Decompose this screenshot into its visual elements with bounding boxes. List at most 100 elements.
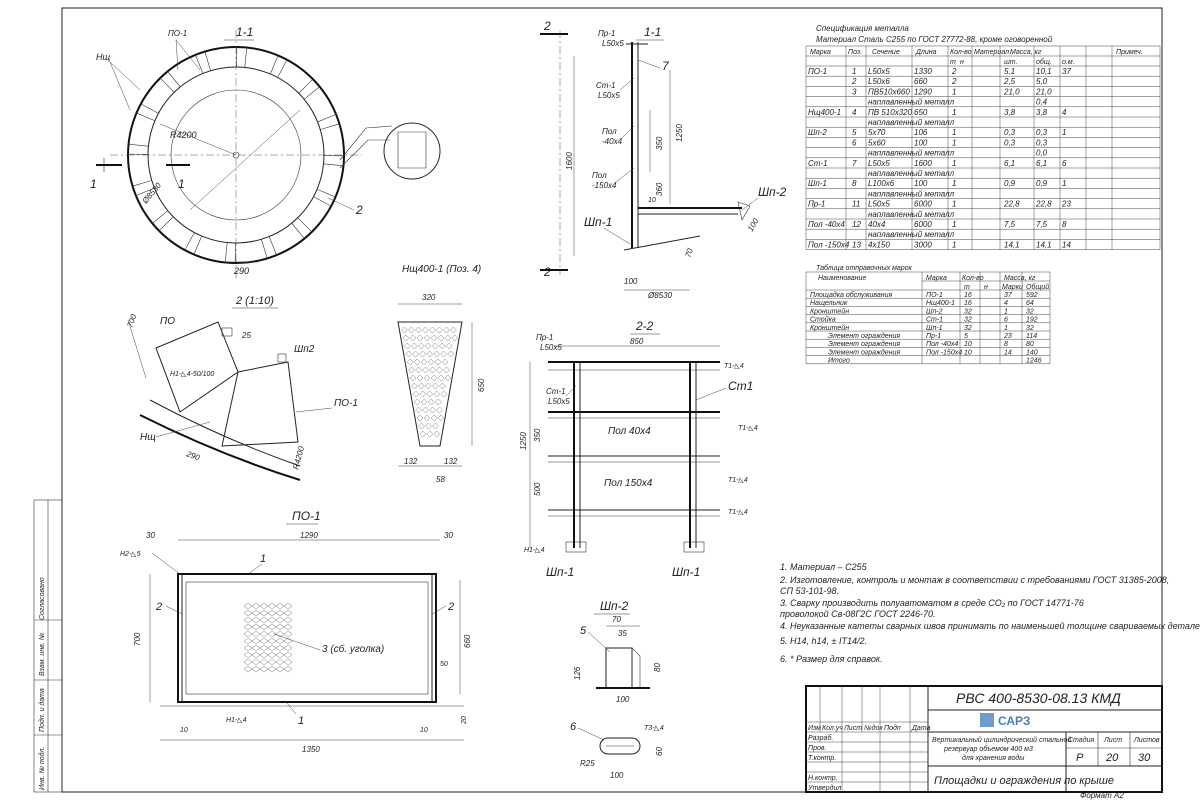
spec-cell: Шп-2 — [808, 128, 827, 137]
spec-material: Материал Сталь С255 по ГОСТ 27772-88, кр… — [816, 35, 1053, 44]
section11-pr1-sec: L50x5 — [602, 39, 624, 48]
po1-dim-50: 50 — [440, 661, 448, 668]
spec-cell: 1 — [952, 200, 956, 209]
section22-pol150: Пол 150x4 — [604, 478, 653, 489]
spec-cell: 1 — [952, 87, 956, 96]
spec-cell: 5x70 — [868, 128, 886, 137]
spec-cell: 6 — [852, 138, 857, 147]
spec-cell: L100x6 — [868, 179, 895, 188]
marks-cell: 32 — [964, 317, 972, 324]
plan-diameter: Ø8530 — [140, 181, 163, 206]
stamp-object-3: для хранения воды — [962, 754, 1025, 762]
spec-cell: 6 — [1062, 159, 1067, 168]
spec-header: Длина — [915, 49, 937, 56]
marks-cell: Площадка обслуживания — [810, 291, 892, 299]
spec-cell: 1 — [952, 240, 956, 249]
spec-cell: Ст-1 — [808, 159, 828, 168]
spec-cell: 21,0 — [1003, 87, 1020, 96]
spec-cell: 6000 — [914, 220, 932, 229]
stamp-col-list: Лист — [843, 725, 862, 732]
section11-dim-360: 360 — [655, 182, 664, 196]
side-strip: Согласовано Взам. инв. № Подп. и дата Ин… — [33, 499, 63, 793]
spec-cell: 4 — [852, 108, 857, 117]
detail2-dim-700: 700 — [125, 313, 138, 329]
spec-cell: 6,1 — [1004, 159, 1015, 168]
spec-cell: 1 — [952, 179, 956, 188]
nsh-dim-58: 58 — [436, 475, 445, 484]
spec-cell: 100 — [914, 179, 928, 188]
stamp-stage-label: Стадия — [1068, 736, 1094, 744]
spec-cell: 0,9 — [1004, 179, 1016, 188]
spec-cell: 1 — [952, 220, 956, 229]
stamp-sheet-label: Лист — [1103, 737, 1122, 744]
marks-subheader: Марки — [1002, 284, 1023, 291]
po1-view: ПО-1 1290 30 30 1350 700 660 10 10 50 20… — [120, 509, 472, 754]
section11-pol150: Пол — [592, 171, 607, 180]
spec-cell: 14,1 — [1004, 240, 1020, 249]
sh2-t3: Т3-◺4 — [644, 725, 664, 732]
section11-sh1: Шп-1 — [584, 215, 612, 229]
marks-cell: Элемент ограждения — [828, 332, 900, 340]
spec-cell: 1 — [952, 128, 956, 137]
spec-header: Поз. — [848, 49, 862, 56]
sh2-pos-5: 5 — [580, 625, 587, 637]
note-line: 6. * Размер для справок. — [780, 654, 883, 664]
note-line: 3. Сварку производить полуавтоматом в ср… — [780, 598, 1084, 608]
marks-cell: ПО-1 — [926, 292, 943, 299]
spec-cell: 0,3 — [1004, 138, 1016, 147]
sh2-r25: R25 — [580, 759, 595, 768]
marks-cell: Пол -150x4 — [926, 349, 962, 356]
po1-dim-1290: 1290 — [300, 531, 318, 540]
spec-cell: L50x5 — [868, 67, 890, 76]
sh2-dim-70: 70 — [612, 615, 621, 624]
sh2-dim-80: 80 — [653, 663, 662, 672]
section22-st1: Ст-1 — [546, 387, 566, 396]
side-label-inv: Инв. № подл. — [38, 747, 46, 790]
spec-cell: 40x4 — [868, 220, 886, 229]
plan-pos-2: 2 — [355, 203, 363, 217]
spec-cell: 650 — [914, 108, 928, 117]
spec-subheader: о.м. — [1062, 59, 1075, 66]
spec-cell: 7,5 — [1004, 220, 1016, 229]
stamp-role-2: Пров. — [808, 745, 827, 752]
spec-cell: 1 — [952, 138, 956, 147]
spec-header: Кол-во — [950, 49, 972, 56]
marks-cell: Стойка — [810, 316, 836, 324]
section11-sh2: Шп-2 — [758, 185, 787, 199]
spec-cell: 5x60 — [868, 138, 886, 147]
sh2-dim-100a: 100 — [616, 695, 630, 704]
section22-sh1b: Шп-1 — [672, 565, 700, 579]
spec-cell: 1600 — [914, 159, 932, 168]
stamp-col-koluch: Кол.уч — [822, 725, 843, 732]
spec-cell: 8 — [852, 179, 857, 188]
spec-cell: наплавленный металл — [868, 210, 955, 219]
section22-t1a: Т1-◺4 — [724, 363, 744, 370]
marks-cell: Нщ400-1 — [926, 300, 955, 307]
section11-st1-sec: L50x5 — [598, 91, 620, 100]
plan-radius: R4200 — [170, 130, 197, 140]
po1-dim-10a: 10 — [180, 727, 188, 734]
note-line: 5. Н14, h14, ± IT14/2. — [780, 636, 867, 646]
stamp-logo: САРЗ — [998, 714, 1030, 728]
section11-dim-70: 70 — [683, 247, 695, 259]
nsh-dim-320: 320 — [422, 293, 436, 302]
marks-cell: Итого — [828, 358, 850, 365]
marks-cell: Ст-1 — [926, 317, 943, 324]
marks-subheader: Общий — [1026, 283, 1049, 291]
spec-cell: 100 — [914, 138, 928, 147]
spec-cell: 1 — [852, 67, 856, 76]
section22-st1-label: Ст1 — [728, 379, 753, 393]
section11-pos7: 7 — [662, 59, 670, 73]
stamp-sheet-title: Площадки и ограждения по крыше — [934, 775, 1114, 787]
marks-cell: 64 — [1026, 300, 1034, 307]
marks-cell: 32 — [964, 308, 972, 315]
detail2-dim-290: 290 — [184, 449, 201, 463]
spec-cell: ПО-1 — [808, 67, 827, 76]
marks-header: Кол-во — [962, 275, 984, 282]
spec-cell: 14,1 — [1036, 240, 1052, 249]
section11-dim-1250: 1250 — [675, 124, 684, 142]
note-line: проволокой Св-08Г2С ГОСТ 2246-70. — [780, 609, 936, 619]
marks-cell: Шп-1 — [926, 325, 943, 332]
section11-pol40-sec: -40x4 — [602, 137, 623, 146]
spec-cell: 0,9 — [1036, 179, 1048, 188]
